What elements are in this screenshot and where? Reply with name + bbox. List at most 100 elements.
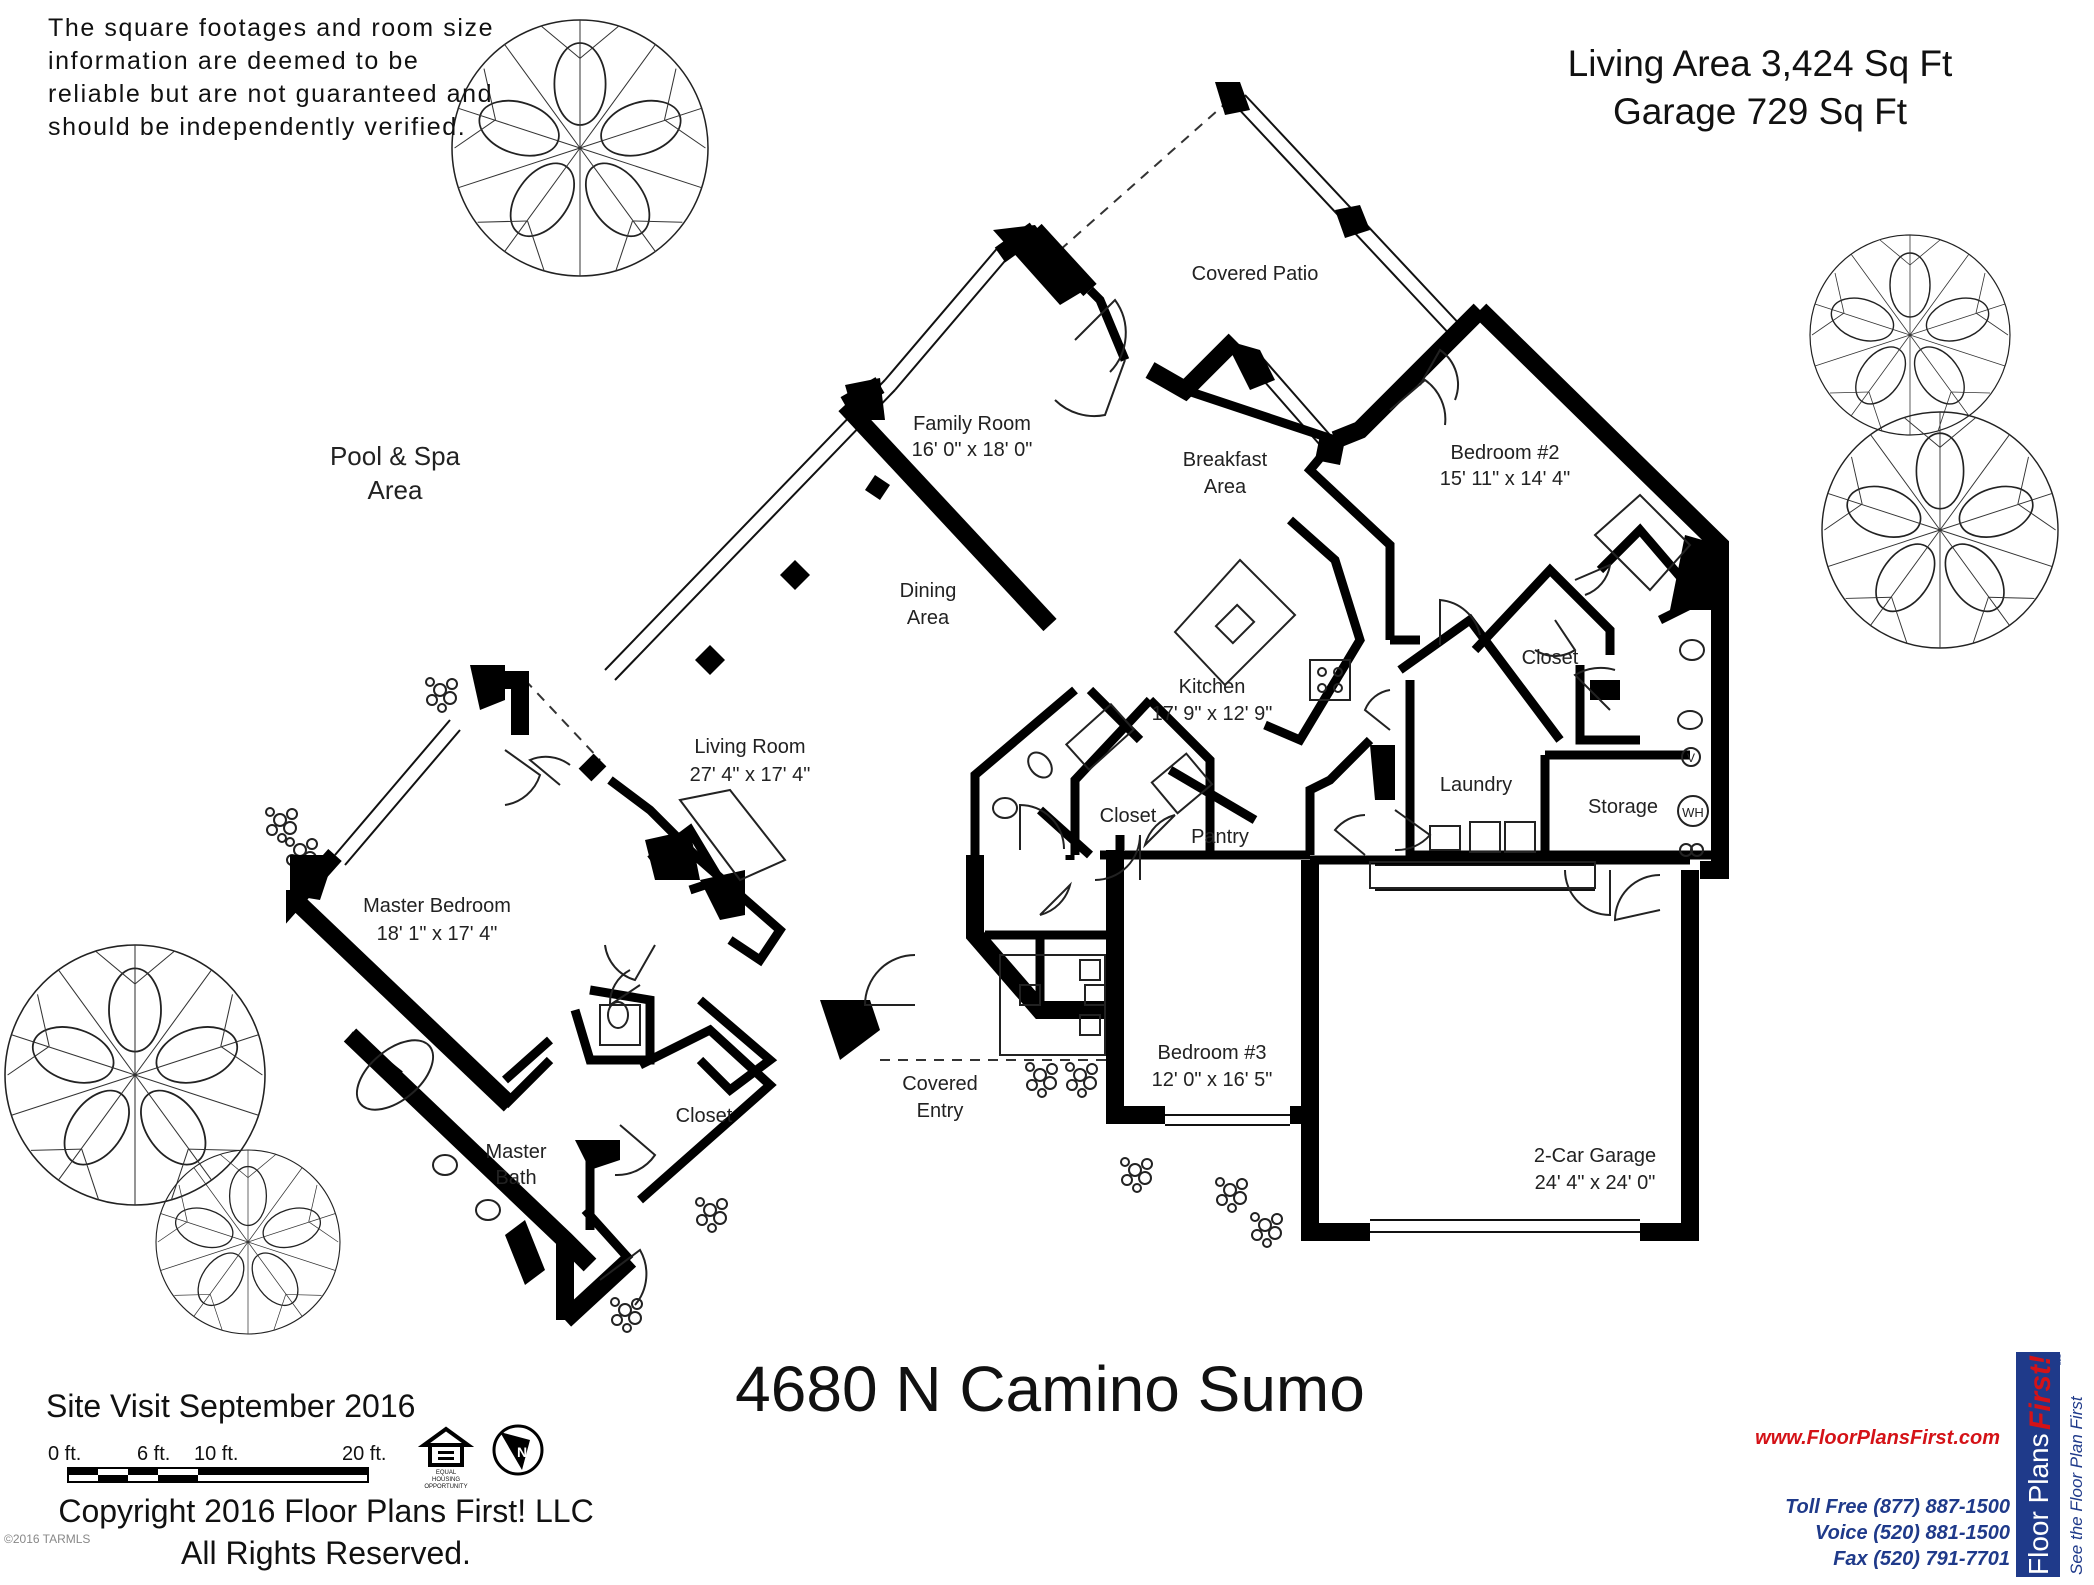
hall-shower: [1150, 752, 1214, 815]
kitchen-island: [1173, 558, 1297, 687]
equal-housing-logo: EQUAL HOUSING OPPORTUNITY: [417, 1426, 475, 1490]
shrub: [265, 807, 298, 843]
disclaimer-line: should be independently verified.: [48, 113, 467, 141]
garage-bench: [1369, 861, 1596, 889]
floor-plans-first-logo: Floor Plans First! See the Floor Plan Fi…: [2016, 1352, 2086, 1577]
b2-shower: [1593, 493, 1692, 592]
shrub: [425, 677, 458, 713]
rights-line: All Rights Reserved.: [181, 1535, 471, 1571]
dining-label-2: Area: [907, 607, 950, 629]
laundry-label: Laundry: [1440, 774, 1512, 796]
tree-right-upper: [1809, 234, 2011, 436]
svg-text:First!: First!: [2024, 1355, 2057, 1430]
master-sink-1: [432, 1154, 458, 1176]
shrub: [1120, 1157, 1153, 1193]
fax-number: Fax (520) 791-7701: [1833, 1548, 2010, 1570]
b2-sink: [1679, 639, 1705, 661]
master-bath-label-2: Bath: [495, 1167, 536, 1189]
room-labels: Covered Patio Family Room 16' 0" x 18' 0…: [330, 263, 1704, 1194]
family-room-size: 16' 0" x 18' 0": [912, 439, 1033, 461]
disclaimer-line: reliable but are not guaranteed and: [48, 80, 494, 108]
garage-area: Garage 729 Sq Ft: [1612, 91, 1908, 132]
fixtures: [355, 493, 1709, 1221]
shrub: [1065, 1062, 1098, 1098]
toll-free-phone: Toll Free (877) 887-1500: [1785, 1496, 2010, 1518]
laundry-sink: [1429, 825, 1461, 851]
covered-entry-label-2: Entry: [917, 1100, 964, 1122]
master-bath-label: Master: [485, 1141, 546, 1163]
bedroom2-label: Bedroom #2: [1451, 442, 1560, 464]
vent-label: V: [1687, 751, 1695, 765]
family-room-label: Family Room: [913, 413, 1031, 435]
tree-left-lower: [4, 944, 266, 1206]
living-room-label: Living Room: [694, 736, 805, 758]
kitchen-label: Kitchen: [1179, 676, 1246, 698]
master-shower: [599, 1004, 641, 1046]
svg-text:EQUAL: EQUAL: [436, 1470, 457, 1476]
laundry-dryer: [1504, 821, 1536, 853]
kitchen-sink: [1214, 603, 1256, 645]
property-address: 4680 N Camino Sumo: [735, 1353, 1365, 1425]
closet-master-label: Closet: [676, 1105, 733, 1127]
shrub: [695, 1197, 728, 1233]
copyright-line: Copyright 2016 Floor Plans First! LLC: [58, 1493, 594, 1529]
b2-toilet: [1677, 710, 1703, 730]
disclaimer-line: information are deemed to be: [48, 47, 420, 75]
master-sink-2: [475, 1199, 501, 1221]
svg-text:OPPORTUNITY: OPPORTUNITY: [424, 1484, 467, 1490]
bedroom3-size: 12' 0" x 16' 5": [1152, 1069, 1273, 1091]
hall-sink: [992, 797, 1018, 819]
water-heater: [1677, 795, 1709, 827]
fireplace: [678, 788, 787, 882]
pool-spa-label: Pool & Spa: [330, 441, 461, 471]
vent: [1681, 747, 1701, 767]
covered-patio-label: Covered Patio: [1192, 263, 1319, 285]
closet-b2-label: Closet: [1522, 647, 1579, 669]
contact-info: Toll Free (877) 887-1500 Voice (520) 881…: [1700, 1494, 2010, 1572]
svg-text:LLC: LLC: [2057, 1353, 2063, 1365]
disclaimer-line: The square footages and room size: [48, 14, 495, 42]
water-heater-label: WH: [1682, 805, 1704, 820]
pool-spa-label-2: Area: [368, 475, 423, 505]
garage-size: 24' 4" x 24' 0": [1535, 1172, 1656, 1194]
copyright-notice: Copyright 2016 Floor Plans First! LLC Al…: [46, 1490, 606, 1574]
closet-hall-label: Closet: [1100, 805, 1157, 827]
svg-text:HOUSING: HOUSING: [432, 1477, 460, 1483]
patio-edge: [524, 94, 1236, 1061]
master-bedroom-label: Master Bedroom: [363, 895, 511, 917]
voice-phone: Voice (520) 881-1500: [1815, 1522, 2010, 1544]
garage-label: 2-Car Garage: [1534, 1145, 1656, 1167]
svg-text:Floor Plans: Floor Plans: [2023, 1433, 2054, 1575]
shrub: [1215, 1177, 1248, 1213]
tree-left-bottom: [155, 1149, 341, 1335]
hall-toilet: [1027, 751, 1053, 779]
scale-label-0: 0 ft.: [48, 1443, 81, 1465]
bedroom2-size: 15' 11" x 14' 4": [1440, 468, 1570, 490]
windows: [334, 94, 1640, 1233]
north-arrow-icon: N: [492, 1424, 544, 1476]
cooktop: [1309, 659, 1351, 701]
dining-label: Dining: [900, 580, 957, 602]
disclaimer-text: The square footages and room size inform…: [48, 12, 494, 144]
breakfast-label: Breakfast: [1183, 449, 1268, 471]
kitchen-size: 17' 9" x 12' 9": [1152, 703, 1273, 725]
master-bedroom-size: 18' 1" x 17' 4": [377, 923, 498, 945]
website-link[interactable]: www.FloorPlansFirst.com: [1755, 1427, 2000, 1449]
svg-text:See the Floor Plan First: See the Floor Plan First: [2067, 1395, 2086, 1575]
laundry-washer: [1469, 821, 1501, 853]
mls-watermark: ©2016 TARMLS: [4, 1532, 91, 1546]
scale-label-10: 10 ft.: [194, 1443, 238, 1465]
breakfast-label-2: Area: [1204, 476, 1247, 498]
shrub: [1025, 1062, 1058, 1098]
exterior-walls: [286, 222, 1729, 1327]
covered-entry-label: Covered: [902, 1073, 978, 1095]
tree-right-lower: [1821, 411, 2059, 649]
scale-label-20: 20 ft.: [342, 1443, 386, 1465]
pantry-label: Pantry: [1191, 826, 1249, 848]
doors: [504, 298, 1661, 1306]
site-visit-date: Site Visit September 2016: [46, 1388, 416, 1424]
scale-label-6: 6 ft.: [137, 1443, 170, 1465]
scale-bar: 0 ft. 6 ft. 10 ft. 20 ft.: [48, 1443, 386, 1483]
storage-label: Storage: [1588, 796, 1658, 818]
